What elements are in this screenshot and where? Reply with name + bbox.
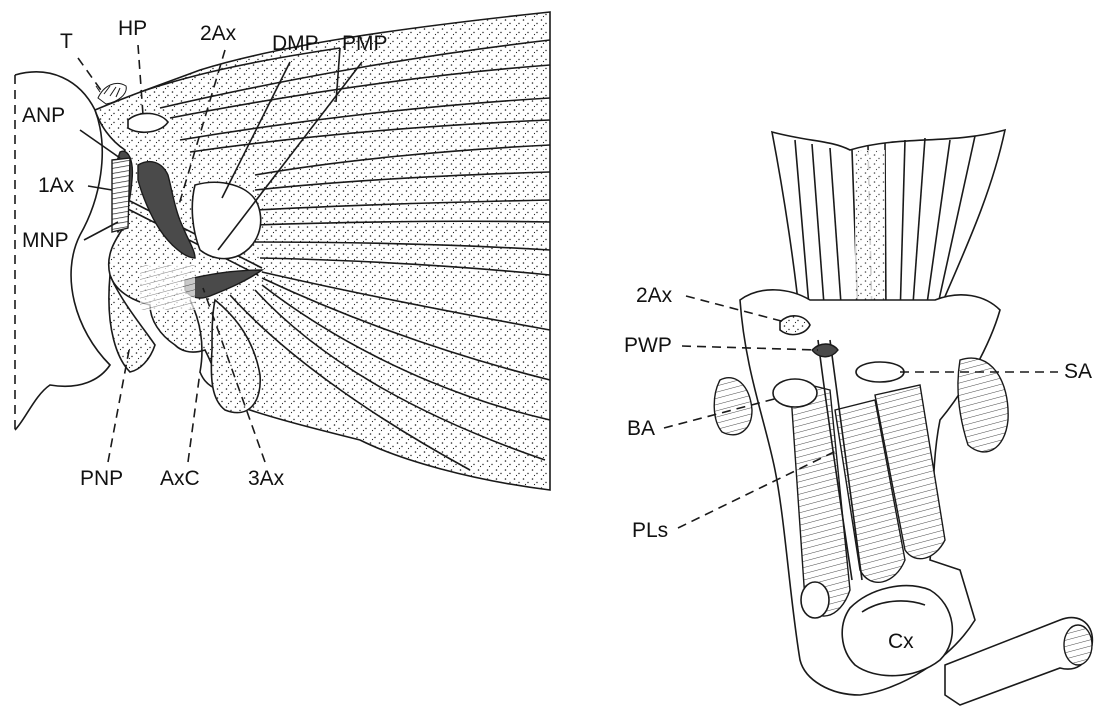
label-pnp: PNP [80, 467, 123, 490]
label-axc: AxC [160, 467, 200, 490]
anterior-notal-process [112, 158, 130, 232]
label-pmp: PMP [342, 32, 388, 55]
label-2ax: 2Ax [200, 22, 237, 45]
muscle-far-left [714, 378, 752, 435]
label-pwp: PWP [624, 334, 672, 357]
label-1ax: 1Ax [38, 174, 75, 197]
fan-stipple-band [855, 150, 885, 315]
median-plate-area [192, 182, 260, 258]
wing-base-drawing [15, 12, 550, 490]
muscle-insertion [801, 582, 829, 618]
pleural-view-drawing [714, 130, 1092, 705]
label-3ax: 3Ax [248, 467, 285, 490]
label-anp: ANP [22, 104, 65, 127]
label-mnp: MNP [22, 229, 69, 252]
label-2ax-pleural: 2Ax [636, 284, 673, 307]
label-dmp: DMP [272, 32, 319, 55]
streaked-region [140, 265, 195, 310]
label-ba: BA [627, 417, 655, 440]
subalar-sclerite [856, 362, 904, 382]
leg-joint [1064, 625, 1092, 665]
label-cx: Cx [888, 630, 914, 653]
wing-membrane [95, 12, 550, 490]
label-sa: SA [1064, 360, 1092, 383]
label-t: T [60, 30, 73, 53]
label-pls: PLs [632, 519, 668, 542]
basalar-sclerite [773, 379, 817, 407]
label-hp: HP [118, 17, 147, 40]
